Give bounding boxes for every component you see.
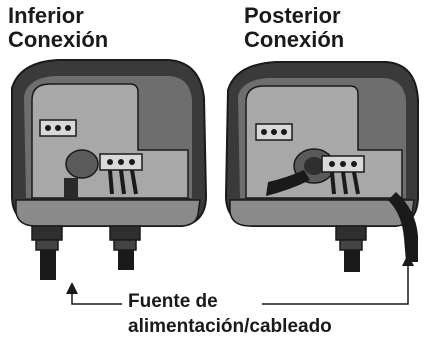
terminal-block-icon	[321, 155, 365, 195]
label-line: Conexión	[244, 27, 345, 52]
label-bottom-connection: Inferior Conexión	[8, 4, 108, 52]
device-rear-connection	[224, 61, 419, 272]
power-source-label-line2: alimentación/cableado	[128, 316, 332, 337]
label-line: Inferior	[8, 3, 84, 28]
cable-icon	[40, 250, 56, 280]
cable-gland-right	[109, 225, 141, 270]
label-line: Posterior	[244, 3, 341, 28]
cable-icon	[344, 250, 360, 272]
device-rim	[15, 199, 201, 227]
cable-icon	[266, 170, 310, 196]
cable-icon	[118, 250, 134, 270]
cable-icon	[64, 178, 78, 200]
label-rear-connection: Posterior Conexión	[244, 4, 344, 52]
cable-gland-bottom	[335, 225, 367, 272]
terminal-block-icon	[255, 123, 293, 141]
device-rim	[229, 199, 415, 227]
cable-icon	[388, 192, 418, 262]
leader-lines	[71, 266, 409, 305]
terminal-block-icon	[99, 153, 143, 195]
arrow-up-icon	[66, 282, 78, 294]
terminal-block-icon	[39, 119, 77, 137]
label-line: Conexión	[8, 27, 109, 52]
cable-gland-left	[31, 225, 63, 280]
power-source-label-line1: Fuente de	[128, 291, 218, 312]
cable-opening	[65, 149, 99, 179]
arrow-up-icon	[402, 254, 414, 266]
device-bottom-connection	[11, 59, 208, 280]
